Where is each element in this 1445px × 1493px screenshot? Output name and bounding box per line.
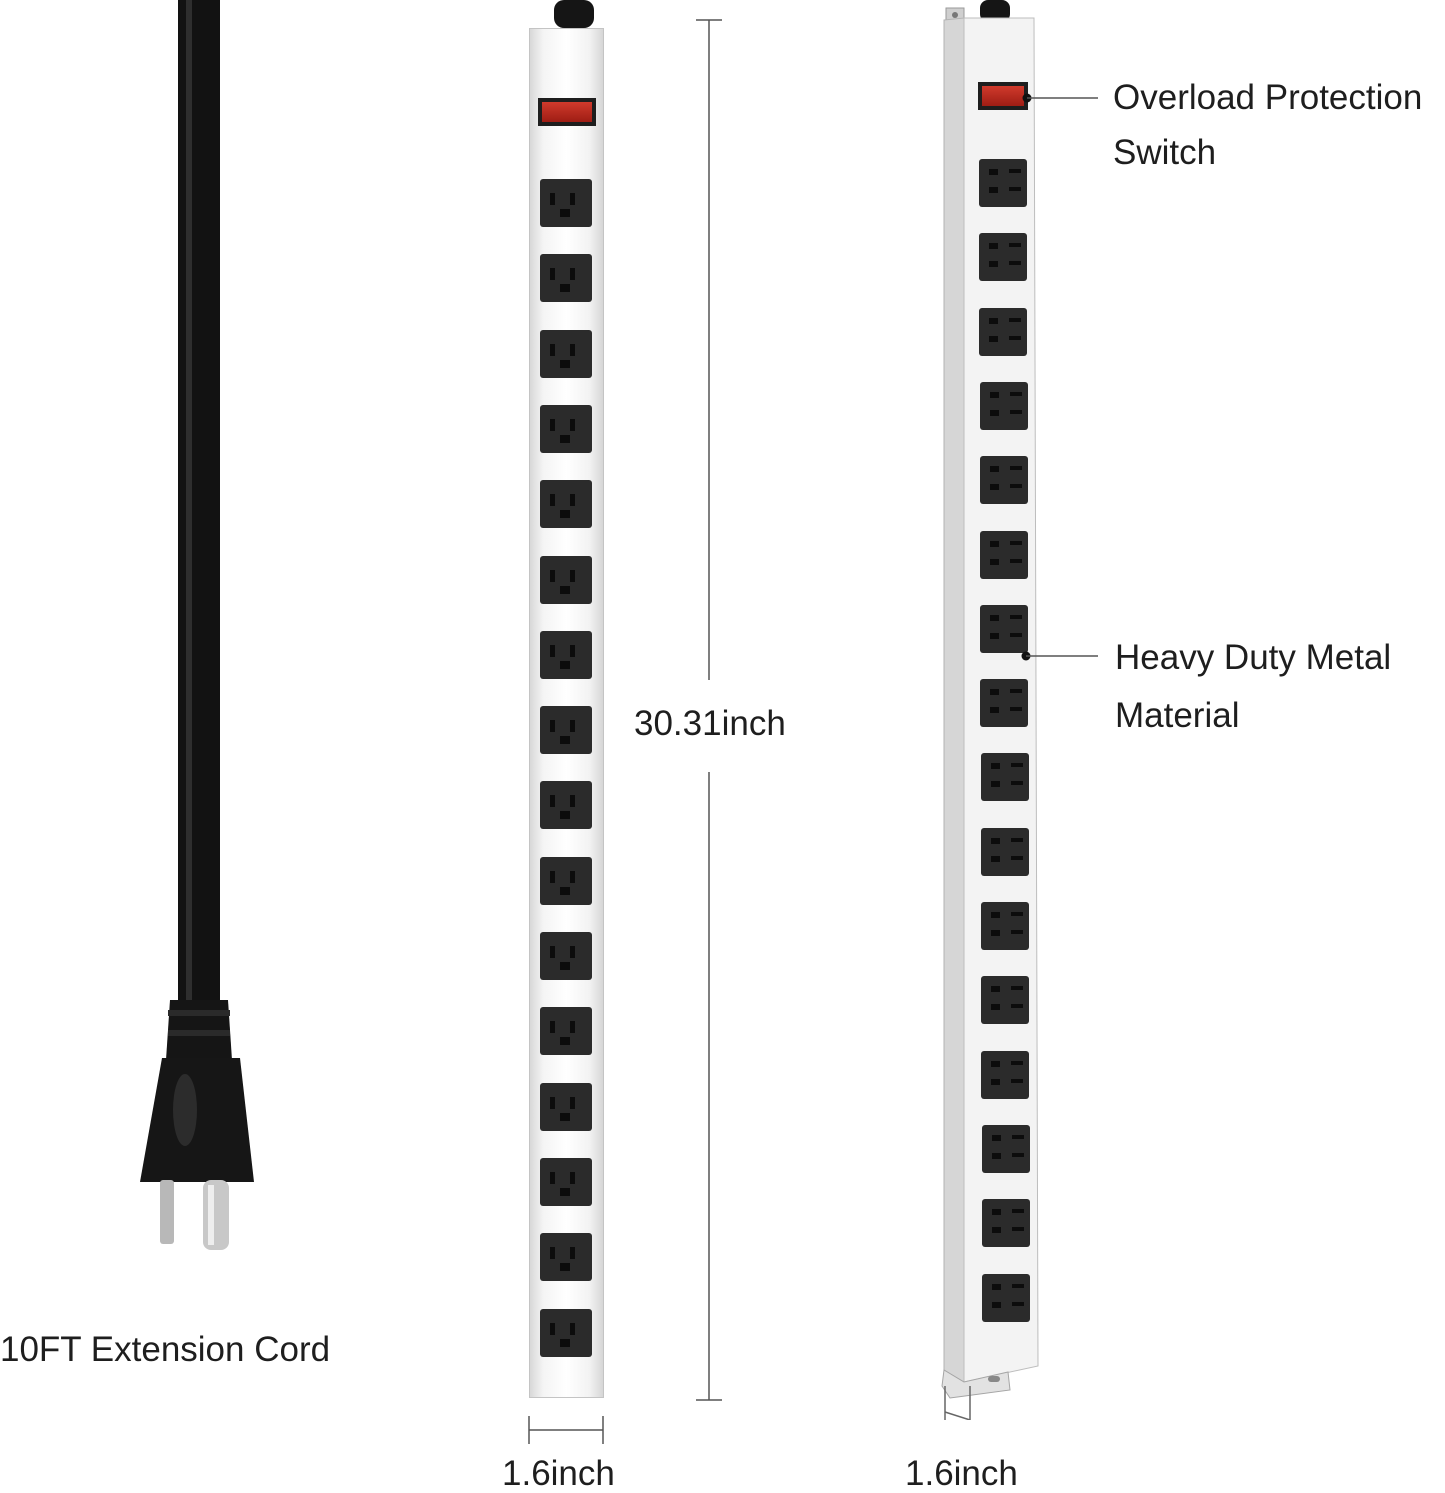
side-outlet	[979, 159, 1027, 207]
cord-length-label: 10FT Extension Cord	[0, 1330, 331, 1369]
front-outlet	[540, 254, 592, 303]
side-outlet	[979, 381, 1028, 430]
side-overload-switch[interactable]	[978, 82, 1028, 110]
front-outlet	[540, 179, 592, 227]
plug-prong-left	[160, 1180, 174, 1244]
front-outlet	[540, 1082, 592, 1131]
side-outlet	[980, 604, 1029, 653]
side-outlet	[982, 1273, 1030, 1322]
front-outlet	[540, 1157, 592, 1206]
side-outlet	[980, 753, 1029, 802]
front-outlet	[540, 856, 592, 905]
side-outlet	[981, 976, 1030, 1025]
switch-callout-line1: Overload Protection	[1113, 78, 1423, 117]
switch-callout-line2: Switch	[1113, 133, 1217, 172]
front-outlet	[540, 329, 592, 378]
side-width-label: 1.6inch	[905, 1454, 1018, 1493]
material-callout-line1: Heavy Duty Metal	[1115, 638, 1392, 677]
side-outlet	[981, 1199, 1030, 1248]
front-power-strip	[529, 28, 604, 1398]
side-outlet	[980, 530, 1028, 579]
side-outlet	[979, 456, 1028, 505]
plug-ground-prong	[203, 1180, 229, 1250]
front-cord-entry	[554, 0, 594, 28]
front-outlet	[540, 404, 592, 453]
front-outlet	[540, 1233, 592, 1282]
side-outlet	[981, 1124, 1030, 1173]
height-label: 30.31inch	[634, 704, 786, 743]
front-width-label: 1.6inch	[502, 1454, 615, 1493]
side-outlet	[980, 827, 1029, 876]
side-outlets-group	[975, 0, 1045, 1400]
front-outlet	[540, 630, 592, 679]
front-outlet	[540, 555, 592, 604]
side-outlet	[979, 307, 1028, 356]
front-outlet	[540, 1007, 592, 1056]
side-outlet	[980, 679, 1029, 728]
front-width-dimension	[528, 1416, 604, 1444]
height-dimension-line	[696, 19, 722, 1401]
callout-lines	[1021, 93, 1098, 661]
side-outlet	[981, 902, 1029, 950]
side-outlet	[981, 1050, 1030, 1099]
front-overload-switch[interactable]	[538, 98, 596, 126]
material-callout-line2: Material	[1115, 696, 1240, 735]
front-outlet	[540, 706, 592, 755]
extension-cord	[140, 0, 254, 1250]
front-outlet	[540, 781, 592, 830]
front-outlet	[540, 1308, 592, 1357]
front-outlet	[540, 932, 592, 980]
side-outlet	[979, 233, 1028, 282]
front-outlet	[540, 480, 592, 529]
